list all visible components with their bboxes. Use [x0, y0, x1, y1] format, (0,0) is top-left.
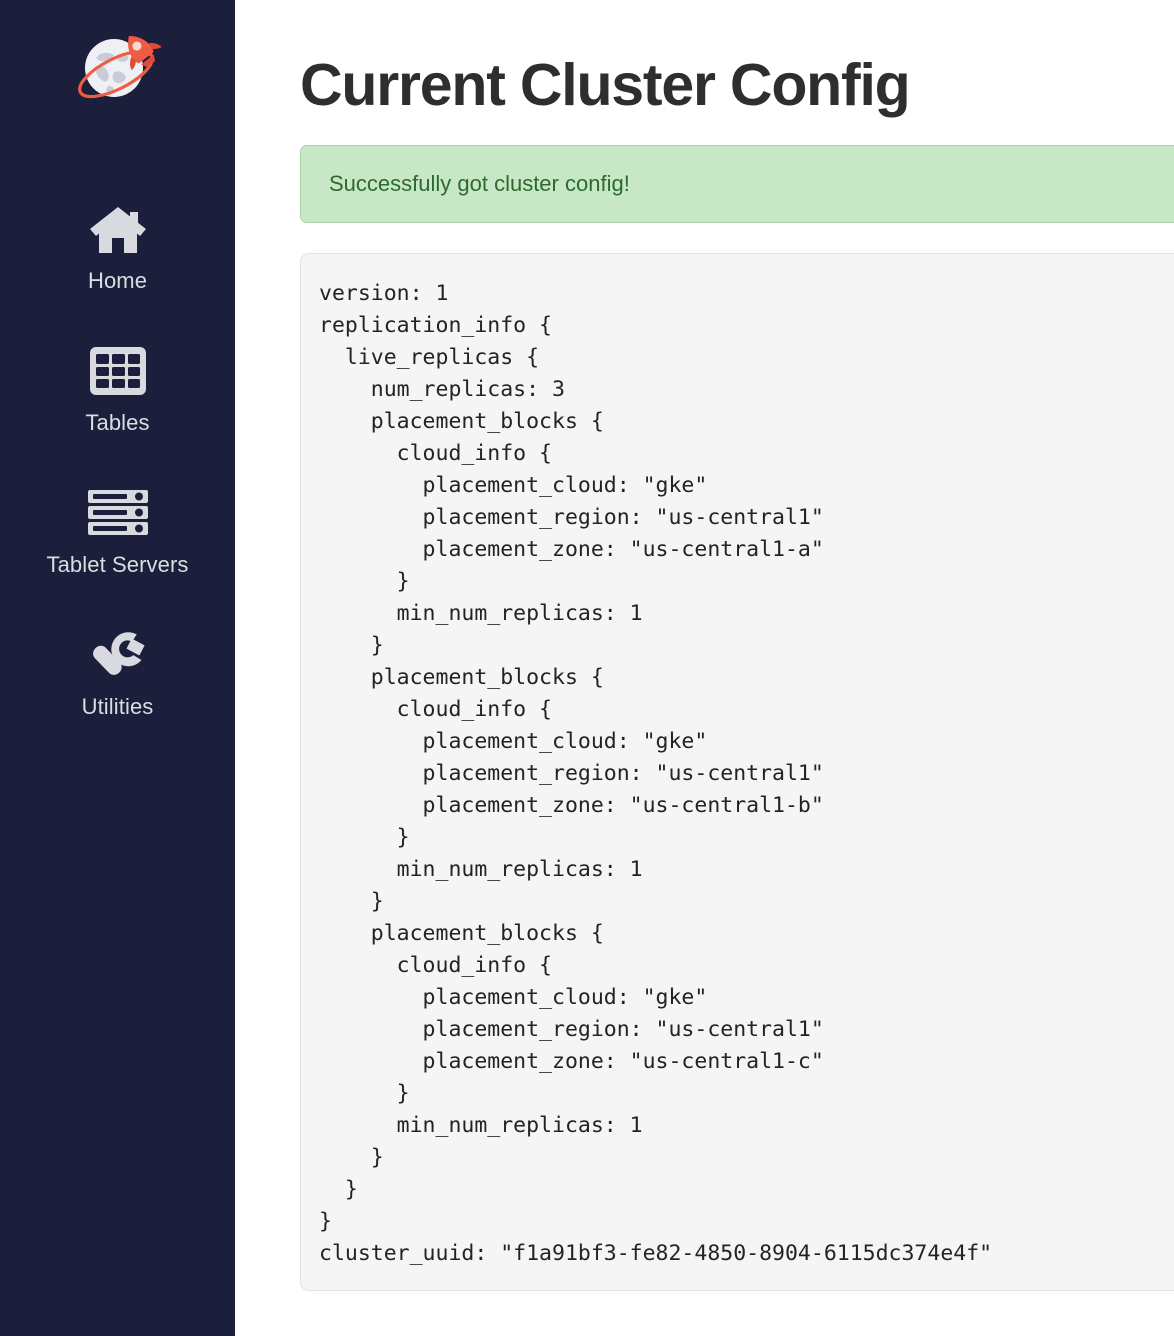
page-title: Current Cluster Config	[300, 52, 911, 118]
cluster-config-card: version: 1 replication_info { live_repli…	[300, 253, 1174, 1291]
sidebar-item-label: Utilities	[81, 694, 154, 719]
server-rack-icon	[86, 482, 150, 544]
sidebar-item-tablet-servers[interactable]: Tablet Servers	[0, 482, 235, 576]
sidebar-item-label: Home	[87, 268, 148, 293]
sidebar-item-home[interactable]: Home	[0, 198, 235, 292]
sidebar-item-utilities[interactable]: Utilities	[0, 624, 235, 718]
sidebar-item-label: Tables	[85, 410, 150, 435]
success-alert: Successfully got cluster config!	[300, 145, 1174, 223]
sidebar-item-label: Tablet Servers	[46, 552, 189, 577]
home-icon	[88, 198, 148, 260]
table-grid-icon	[89, 340, 147, 402]
main-content: Current Cluster Config Successfully got …	[235, 0, 1174, 1336]
alert-message: Successfully got cluster config!	[329, 171, 630, 196]
sidebar: Home	[0, 0, 235, 1336]
sidebar-item-tables[interactable]: Tables	[0, 340, 235, 434]
globe-rocket-logo-icon	[70, 20, 166, 116]
cluster-config-text[interactable]: version: 1 replication_info { live_repli…	[319, 281, 993, 1266]
app-logo[interactable]	[0, 0, 235, 130]
wrench-icon	[88, 624, 148, 686]
